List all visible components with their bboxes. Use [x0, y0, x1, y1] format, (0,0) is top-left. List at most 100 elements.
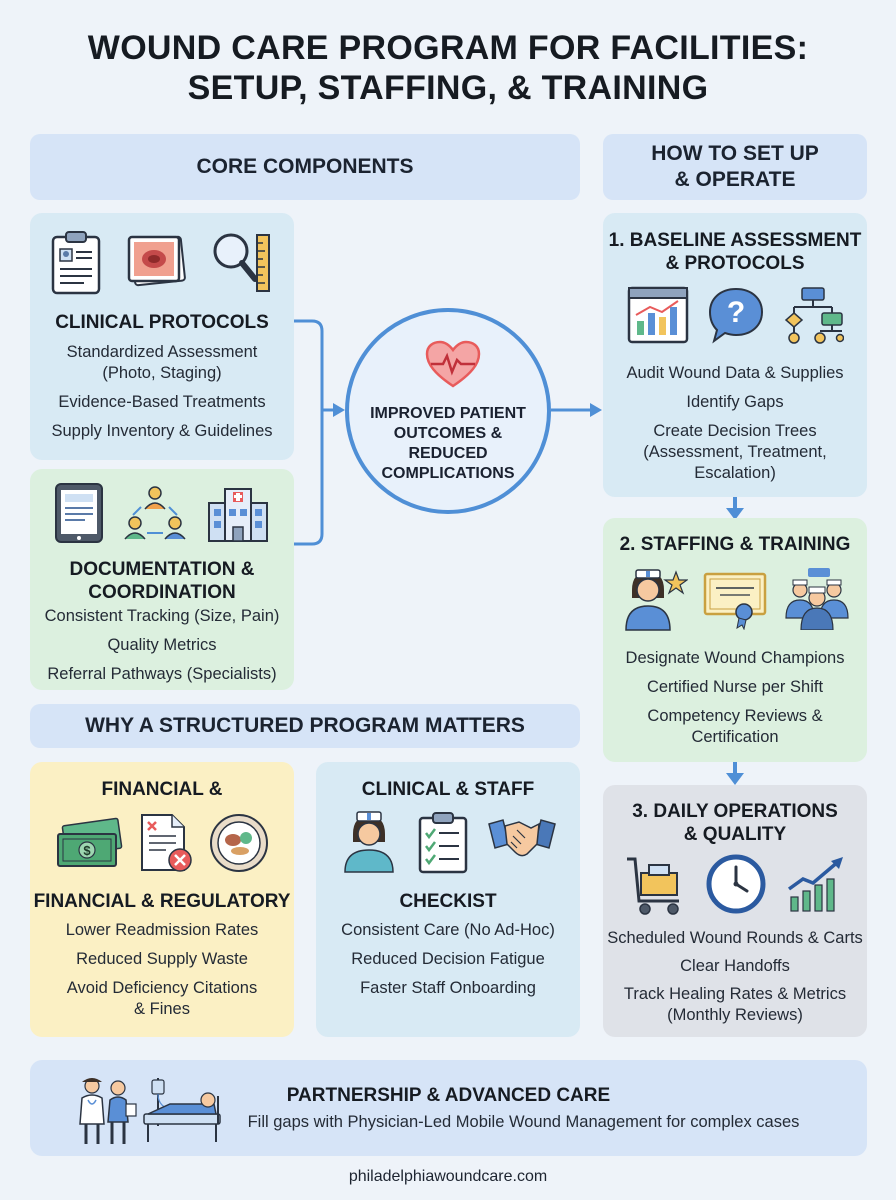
- outcomes-line-4: COMPLICATIONS: [381, 465, 515, 482]
- step1-panel: 1. BASELINE ASSESSMENT & PROTOCOLS ?: [603, 213, 867, 497]
- how-to-setup-header: HOW TO SET UP & OPERATE: [603, 134, 867, 200]
- nurse-team-icon: [785, 568, 849, 630]
- financial-top-label: FINANCIAL &: [101, 779, 223, 800]
- step2-list: Designate Wound Champions Certified Nurs…: [603, 648, 867, 756]
- outcomes-line-2: OUTCOMES &: [393, 425, 503, 442]
- list-item: Referral Pathways (Specialists): [47, 665, 277, 683]
- list-item: Reduced Supply Waste: [76, 950, 248, 968]
- financial-list: Lower Readmission Rates Reduced Supply W…: [30, 920, 294, 1028]
- list-item: Certification: [691, 728, 779, 746]
- how-header-line-2: & OPERATE: [674, 168, 796, 191]
- financial-panel: FINANCIAL & $ FINANCIAL & REGULATORY: [30, 762, 294, 1037]
- step1-list: Audit Wound Data & Supplies Identify Gap…: [603, 363, 867, 492]
- supply-waste-icon: [210, 814, 268, 872]
- list-item: Scheduled Wound Rounds & Carts: [607, 929, 863, 947]
- step1-title-line-2: & PROTOCOLS: [665, 253, 805, 274]
- growth-chart-icon: [787, 857, 843, 912]
- clinical-staff-title: CHECKIST: [399, 891, 497, 912]
- list-item: Consistent Care (No Ad-Hoc): [341, 921, 555, 939]
- team-coordination-icon: [124, 486, 186, 540]
- wound-photo-icon: [127, 235, 186, 287]
- list-item: Reduced Decision Fatigue: [351, 950, 545, 968]
- step1-title: 1. BASELINE ASSESSMENT & PROTOCOLS: [603, 229, 867, 275]
- checklist-icon: [418, 812, 468, 874]
- list-item: Designate Wound Champions: [625, 649, 845, 667]
- tablet-icon: [55, 483, 103, 543]
- nurse-icon: [344, 811, 394, 873]
- rejected-document-icon: [141, 814, 192, 872]
- list-item: Identify Gaps: [686, 393, 784, 411]
- list-item: Certified Nurse per Shift: [646, 678, 824, 696]
- step3-panel: 3. DAILY OPERATIONS & QUALITY Scheduled …: [603, 785, 867, 1037]
- why-structured-header: WHY A STRUCTURED PROGRAM MATTERS: [30, 704, 580, 748]
- hospital-icon: [208, 488, 268, 542]
- clinical-protocols-list: Standardized Assessment (Photo, Staging)…: [30, 342, 294, 450]
- documentation-title: DOCUMENTATION & COORDINATION: [30, 558, 294, 604]
- clinical-protocols-title: CLINICAL PROTOCOLS: [55, 312, 269, 333]
- money-icon: $: [57, 817, 123, 867]
- title-line-1: WOUND CARE PROGRAM FOR FACILITIES:: [87, 29, 809, 67]
- list-item: Faster Staff Onboarding: [360, 979, 536, 997]
- clinical-protocols-panel: CLINICAL PROTOCOLS Standardized Assessme…: [30, 213, 294, 460]
- list-item: Lower Readmission Rates: [65, 921, 259, 939]
- financial-title: FINANCIAL & REGULATORY: [33, 891, 291, 912]
- list-item: Audit Wound Data & Supplies: [626, 364, 844, 382]
- step3-title: 3. DAILY OPERATIONS & QUALITY: [603, 800, 867, 846]
- list-item: Competency Reviews &: [647, 707, 823, 725]
- clock-icon: [706, 854, 766, 914]
- step3-title-line-1: 3. DAILY OPERATIONS: [632, 801, 838, 822]
- clinical-staff-icons: [316, 810, 580, 874]
- how-header-line-1: HOW TO SET UP: [651, 142, 819, 165]
- mobile-care-icon: [79, 1078, 221, 1144]
- nurse-champion-icon: [625, 569, 688, 631]
- list-item: Supply Inventory & Guidelines: [51, 422, 273, 440]
- list-item: Consistent Tracking (Size, Pain): [44, 607, 280, 625]
- why-structured-label: WHY A STRUCTURED PROGRAM MATTERS: [85, 714, 525, 737]
- step2-title: 2. STAFFING & TRAINING: [619, 534, 851, 555]
- list-item: Escalation): [694, 464, 776, 482]
- outcomes-circle: IMPROVED PATIENT OUTCOMES & REDUCED COMP…: [345, 308, 551, 514]
- documentation-panel: DOCUMENTATION & COORDINATION Consistent …: [30, 469, 294, 690]
- step3-title-line-2: & QUALITY: [683, 824, 787, 845]
- partnership-panel: PARTNERSHIP & ADVANCED CARE Fill gaps wi…: [30, 1060, 867, 1156]
- list-item: (Photo, Staging): [102, 364, 222, 382]
- step3-list: Scheduled Wound Rounds & Carts Clear Han…: [603, 928, 867, 1034]
- list-item: (Assessment, Treatment,: [643, 443, 827, 461]
- magnifier-ruler-icon: [213, 233, 270, 292]
- step1-icons: ?: [603, 285, 867, 345]
- documentation-icons: [30, 481, 294, 545]
- step2-panel: 2. STAFFING & TRAINING: [603, 518, 867, 762]
- partnership-text: Fill gaps with Physician-Led Mobile Woun…: [247, 1113, 800, 1131]
- step1-title-line-1: 1. BASELINE ASSESSMENT: [608, 230, 862, 251]
- footer-url: philadelphiawoundcare.com: [348, 1168, 548, 1185]
- documentation-title-line-1: DOCUMENTATION &: [69, 559, 255, 580]
- clinical-icons: [30, 229, 294, 295]
- list-item: Standardized Assessment: [66, 343, 258, 361]
- outcomes-text: IMPROVED PATIENT OUTCOMES & REDUCED COMP…: [349, 404, 547, 484]
- svg-text:$: $: [83, 843, 91, 858]
- clinical-staff-list: Consistent Care (No Ad-Hoc) Reduced Deci…: [316, 920, 580, 1007]
- heart-pulse-icon: [425, 340, 481, 388]
- question-bubble-icon: ?: [708, 287, 764, 344]
- step2-icons: [603, 568, 867, 632]
- financial-icons: $: [30, 812, 294, 874]
- documentation-title-line-2: COORDINATION: [88, 582, 236, 603]
- list-item: & Fines: [134, 1000, 190, 1018]
- handshake-icon: [488, 819, 556, 857]
- supply-cart-icon: [627, 857, 679, 915]
- list-item: Clear Handoffs: [680, 957, 790, 975]
- clinical-staff-top-label: CLINICAL & STAFF: [361, 779, 535, 800]
- step3-icons: [603, 853, 867, 917]
- documentation-list: Consistent Tracking (Size, Pain) Quality…: [30, 606, 294, 693]
- clinical-staff-panel: CLINICAL & STAFF CHECKIST Consistent: [316, 762, 580, 1037]
- list-item: (Monthly Reviews): [667, 1006, 803, 1024]
- core-components-header: CORE COMPONENTS: [30, 134, 580, 200]
- title-line-2: SETUP, STAFFING, & TRAINING: [187, 69, 709, 107]
- core-components-label: CORE COMPONENTS: [196, 155, 414, 178]
- list-item: Avoid Deficiency Citations: [66, 979, 258, 997]
- decision-tree-icon: [784, 287, 844, 344]
- list-item: Quality Metrics: [107, 636, 217, 654]
- list-item: Track Healing Rates & Metrics: [623, 985, 847, 1003]
- data-dashboard-icon: [627, 286, 689, 344]
